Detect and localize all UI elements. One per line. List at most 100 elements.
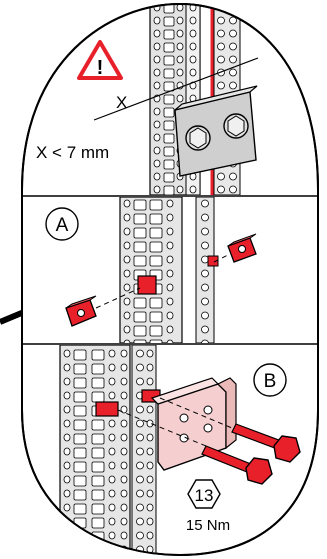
rail-hole — [163, 185, 175, 195]
rail-hole — [217, 42, 225, 51]
rail-hole — [63, 433, 71, 442]
rail-hole — [229, 16, 237, 25]
rack-post — [119, 197, 215, 343]
rail-hole — [201, 213, 209, 222]
insert-path — [213, 253, 231, 263]
rail-hole — [153, 133, 161, 142]
rail-hole — [136, 531, 144, 540]
rail-hole — [120, 419, 128, 428]
rail-hole — [120, 433, 128, 442]
rail-hole — [146, 433, 154, 442]
rail-hole — [146, 419, 154, 428]
rail-hole — [176, 94, 184, 103]
rail-hole — [63, 461, 71, 470]
rail-hole — [108, 475, 116, 484]
rail-hole — [136, 349, 144, 358]
rail-hole — [91, 377, 105, 389]
hex-wrench-size-icon: 13 — [187, 479, 221, 509]
rail-hole — [217, 16, 225, 25]
rail-hole — [166, 199, 174, 208]
rail-hole — [163, 172, 175, 183]
rail-hole — [91, 517, 105, 529]
rail-hole — [120, 349, 128, 358]
rail-hole — [123, 339, 131, 343]
rail-hole — [63, 475, 71, 484]
rail-hole — [108, 489, 116, 498]
cage-nut — [227, 233, 257, 263]
rail-hole — [108, 447, 116, 456]
rail-hole — [91, 461, 105, 473]
cage-nut — [65, 295, 97, 327]
rail-hole — [108, 377, 116, 386]
rail-hole — [133, 213, 147, 225]
rail-hole — [166, 255, 174, 264]
rail-hole — [176, 55, 184, 64]
rack-post — [59, 345, 157, 555]
rail-hole — [123, 199, 131, 208]
rail-hole — [189, 185, 197, 194]
rail-hole — [63, 503, 71, 512]
rail-hole — [146, 405, 154, 414]
rail-hole — [136, 503, 144, 512]
rail-hole — [166, 269, 174, 278]
rail-hole — [133, 311, 147, 323]
rail-hole — [163, 159, 175, 170]
rail-hole — [163, 133, 175, 144]
cable-stub — [0, 309, 26, 325]
rail-hole — [91, 363, 105, 375]
rail-hole — [63, 447, 71, 456]
rail-hole — [133, 241, 147, 253]
insert-path — [159, 397, 233, 429]
rail-hole — [176, 185, 184, 194]
rail-hole — [120, 503, 128, 512]
rail-hole — [120, 475, 128, 484]
rail-hole — [73, 433, 87, 445]
rail-hole — [120, 377, 128, 386]
rail-hole — [163, 55, 175, 66]
rail-hole — [91, 489, 105, 501]
rail-hole — [217, 29, 225, 38]
rail-hole — [63, 545, 71, 554]
rail-hole — [163, 120, 175, 131]
insert-path — [117, 409, 207, 447]
cage-nut — [95, 401, 119, 417]
rail-hole — [123, 311, 131, 320]
rail-hole — [123, 227, 131, 236]
insert-path — [95, 287, 141, 309]
rail-hole — [166, 311, 174, 320]
rail-hole — [166, 227, 174, 236]
rail-hole — [146, 489, 154, 498]
rail-hole — [229, 42, 237, 51]
rail-hole — [73, 531, 87, 543]
warning-mark: ! — [97, 57, 104, 79]
rail-hole — [108, 391, 116, 400]
warning-triangle-icon: ! — [77, 40, 123, 80]
cage-nut-bracket — [174, 85, 258, 177]
rail-hole — [136, 475, 144, 484]
rail-hole — [149, 297, 163, 309]
rail-hole — [176, 16, 184, 25]
rail-hole — [163, 107, 175, 118]
rail-hole — [108, 349, 116, 358]
rail-hole — [166, 297, 174, 306]
rail-hole — [163, 4, 175, 14]
rail-hole — [149, 255, 163, 267]
rail-hole — [149, 213, 163, 225]
rail-hole — [133, 325, 147, 337]
rail-hole — [123, 241, 131, 250]
rail-hole — [153, 81, 161, 90]
rail-hole — [176, 29, 184, 38]
wrench-size: 13 — [195, 486, 214, 505]
rail-hole — [153, 120, 161, 129]
rail-hole — [146, 363, 154, 372]
rail-hole — [163, 146, 175, 157]
rail-hole — [146, 503, 154, 512]
rail-hole — [73, 545, 87, 555]
rail-hole — [108, 531, 116, 540]
step-b-label: B — [264, 371, 277, 392]
rail-hole — [123, 283, 131, 292]
rail-hole — [146, 475, 154, 484]
rail-hole — [73, 363, 87, 375]
rail-hole — [201, 269, 209, 278]
rail-hole — [149, 199, 163, 211]
